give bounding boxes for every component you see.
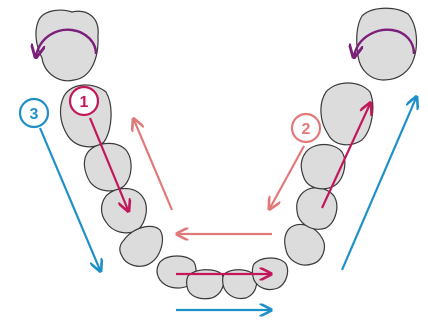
rotation-arrow-icon: [354, 28, 416, 56]
left-teeth: [35, 9, 225, 300]
arrow-2-right-down: [270, 145, 305, 208]
tooth-left-incisor-mid: [185, 269, 225, 300]
arrow-2-left-up: [134, 120, 174, 211]
arrow-3-left-down: [38, 127, 100, 270]
badge-3: 3: [18, 97, 50, 129]
tooth-left-premolar-2: [83, 142, 132, 192]
rotation-arrow-icon: [36, 28, 98, 56]
badge-3-label: 3: [30, 106, 39, 123]
badge-1-label: 1: [80, 94, 89, 111]
badge-2: 2: [290, 112, 322, 144]
tooth-left-lateral: [119, 225, 164, 267]
arrow-3-right-up: [340, 98, 416, 271]
tooth-right-premolar-1: [320, 82, 374, 146]
tooth-left-canine: [100, 187, 147, 234]
right-teeth: [221, 7, 418, 300]
tooth-right-molar-top: [356, 7, 418, 81]
tooth-right-premolar-2: [300, 143, 346, 190]
tooth-right-incisor-mid: [221, 269, 258, 300]
arrow-1-left-diagonal: [88, 117, 128, 210]
badge-2-label: 2: [302, 121, 311, 138]
tooth-right-canine: [296, 187, 338, 230]
tooth-right-lateral: [284, 223, 325, 266]
tooth-left-molar-top: [35, 9, 99, 82]
arrow-1-right-diagonal: [321, 104, 370, 209]
badge-1: 1: [68, 85, 100, 117]
